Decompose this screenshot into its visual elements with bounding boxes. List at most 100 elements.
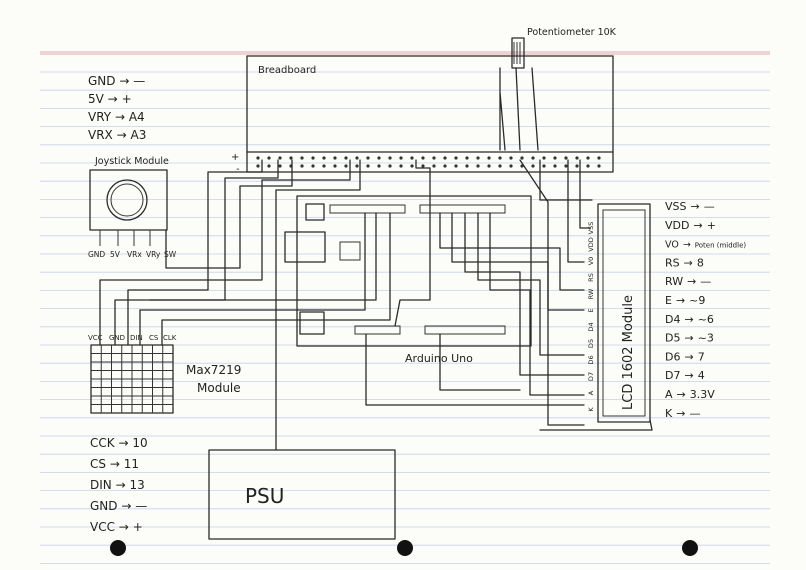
breadboard-hole <box>322 156 326 160</box>
breadboard-hole <box>256 156 260 160</box>
breadboard-hole <box>454 164 458 168</box>
psu: PSU <box>208 449 396 540</box>
breadboard-minus-label: - <box>236 164 240 175</box>
breadboard-hole <box>586 164 590 168</box>
max7219-pin-gnd: GND <box>109 334 125 342</box>
breadboard-hole <box>366 164 370 168</box>
breadboard-hole <box>432 156 436 160</box>
breadboard-hole <box>487 156 491 160</box>
lcd-pin-label: V0 <box>587 257 595 266</box>
breadboard-hole <box>575 164 579 168</box>
joystick-module: Joystick Module GND 5V VRx VRy SW <box>88 156 177 259</box>
breadboard-hole <box>542 164 546 168</box>
joystick-map-row: VRX → A3 <box>88 128 146 142</box>
max7219-map-row: GND → — <box>90 499 147 513</box>
arduino-header-bottom-right <box>424 325 506 335</box>
lcd-map-row: A→3.3V <box>665 388 715 401</box>
lcd-screen <box>602 209 646 417</box>
potentiometer-legs <box>499 67 539 151</box>
breadboard-hole <box>311 156 315 160</box>
lcd-pin-label: RW <box>587 288 595 299</box>
breadboard-hole <box>542 156 546 160</box>
breadboard-hole <box>487 164 491 168</box>
wire-max-clk <box>161 212 391 346</box>
breadboard-hole <box>432 164 436 168</box>
joystick-pin-leads <box>99 230 167 246</box>
breadboard-hole <box>509 164 513 168</box>
breadboard-hole <box>344 164 348 168</box>
arduino-uno: Arduino Uno <box>284 195 532 365</box>
lcd-pin-label: VDD <box>587 237 595 251</box>
wire-vcc-plus <box>114 159 279 346</box>
joystick-board <box>89 169 168 231</box>
breadboard-hole <box>278 156 282 160</box>
lcd-map-row: VDD→+ <box>665 219 716 232</box>
potentiometer-shaft <box>511 37 525 69</box>
joystick-pin-vry: VRy <box>146 250 161 259</box>
lcd-map-row: D6→7 <box>665 350 705 363</box>
breadboard-hole <box>476 156 480 160</box>
breadboard-hole <box>333 156 337 160</box>
arduino-header-top-left <box>329 204 406 214</box>
breadboard-hole <box>421 156 425 160</box>
binder-hole <box>397 540 413 556</box>
breadboard-hole <box>267 156 271 160</box>
binder-hole <box>110 540 126 556</box>
max7219-label-2: Module <box>197 381 241 395</box>
breadboard-hole <box>564 164 568 168</box>
lcd-map-row: RS→8 <box>665 256 704 269</box>
lcd-label: LCD 1602 Module <box>621 295 636 410</box>
lcd-pin-label: D7 <box>587 372 595 381</box>
lcd-pin-label: D4 <box>587 322 595 331</box>
breadboard-hole <box>366 156 370 160</box>
breadboard-hole <box>289 156 293 160</box>
breadboard-hole <box>377 156 381 160</box>
joystick-pin-sw: SW <box>164 250 177 259</box>
breadboard-hole <box>443 156 447 160</box>
wire-lcd-d7 <box>365 333 585 406</box>
breadboard-hole <box>410 156 414 160</box>
breadboard-hole <box>267 164 271 168</box>
breadboard-hole <box>355 156 359 160</box>
lcd-pin-label: D6 <box>587 355 595 364</box>
max7219-map-row: VCC → + <box>90 520 143 534</box>
joystick-knob <box>106 179 148 221</box>
breadboard-hole <box>476 164 480 168</box>
breadboard-hole <box>377 164 381 168</box>
arduino-board <box>296 195 532 347</box>
potentiometer: Potentiometer 10K <box>511 27 617 69</box>
lcd-pin-label: A <box>587 390 595 395</box>
joystick-map-row: 5V → + <box>88 92 132 106</box>
breadboard-hole <box>586 156 590 160</box>
wire-max-cs <box>149 212 377 301</box>
breadboard-hole <box>564 156 568 160</box>
wire-max-din <box>139 212 366 346</box>
joystick-knob-inner <box>110 183 144 217</box>
breadboard-holes <box>256 156 601 168</box>
wire-arduino-a3 <box>394 159 431 327</box>
breadboard: Breadboard + - <box>231 55 614 175</box>
max7219-label: Max7219 <box>186 363 241 377</box>
wire-lcd-a <box>439 333 521 391</box>
breadboard-hole <box>498 156 502 160</box>
max7219-pin-cs: CS <box>149 334 159 342</box>
breadboard-hole <box>344 156 348 160</box>
breadboard-hole <box>388 156 392 160</box>
arduino-header-bottom-left <box>354 325 401 335</box>
lcd-pin-label: E <box>587 308 595 312</box>
lcd-map-row: D7→4 <box>665 369 705 382</box>
breadboard-label: Breadboard <box>258 65 316 76</box>
breadboard-hole <box>388 164 392 168</box>
wire-lcd-d6 <box>489 212 585 396</box>
wire-lcd-vo <box>519 159 585 426</box>
lcd-map-row: VSS→— <box>665 200 715 213</box>
lcd-pin-label: RS <box>587 273 595 282</box>
lcd-map-row: K→— <box>665 407 700 420</box>
breadboard-hole <box>575 156 579 160</box>
max7219-mapping: CCK → 10 CS → 11 DIN → 13 GND → — VCC → … <box>90 436 148 534</box>
breadboard-hole <box>300 156 304 160</box>
breadboard-hole <box>410 164 414 168</box>
breadboard-hole <box>597 156 601 160</box>
